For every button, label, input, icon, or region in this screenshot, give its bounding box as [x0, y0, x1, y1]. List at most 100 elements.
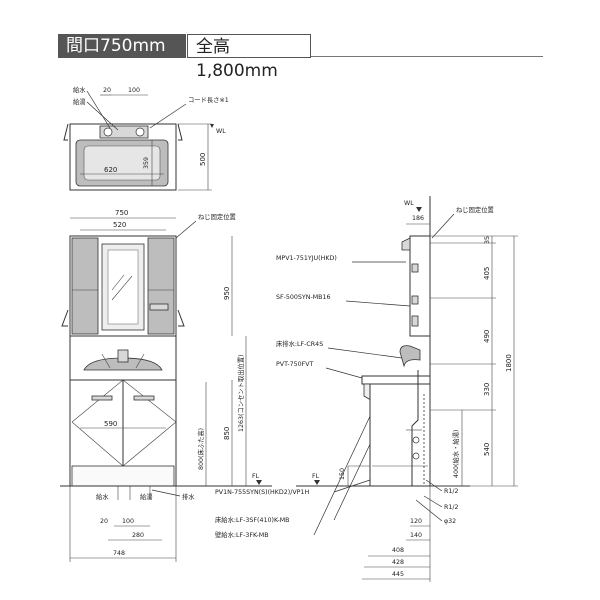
mirror-inner: [107, 249, 139, 325]
side-r12-b: R1/2: [444, 504, 459, 511]
top-water-label: 給水: [73, 85, 86, 94]
front-dim-280: 280: [132, 532, 144, 539]
width-label: 間口750mm: [58, 34, 186, 58]
leader-line: [431, 213, 455, 239]
top-view-faucet: [99, 125, 149, 139]
header-rule: [311, 56, 543, 57]
top-view-bowl-inner: [83, 145, 161, 181]
mirror-reflection: [111, 274, 125, 291]
top-dim-500: 500: [199, 153, 207, 166]
side-phi32: φ32: [444, 518, 456, 525]
mirror-cabinet-left: [71, 237, 99, 335]
side-dim-540: 540: [483, 443, 491, 456]
leader-line: [151, 489, 181, 497]
part-label: SF-500SYN-MB16: [276, 294, 331, 301]
front-dim-850: 850: [223, 427, 231, 440]
side-dim-186: 186: [412, 215, 424, 222]
side-faucet: [399, 345, 421, 368]
pipe-line: [101, 353, 111, 369]
leader-line: [425, 479, 443, 492]
front-dim-100: 100: [122, 518, 134, 525]
leader-line: [415, 499, 443, 522]
side-fl-label: FL: [312, 473, 320, 480]
side-dim-120: 120: [410, 518, 422, 525]
front-view: 750 520 ねじ固定位置 590: [60, 209, 272, 562]
front-fl-label: FL: [252, 473, 260, 480]
fl-marker-icon: [314, 480, 320, 485]
wl-marker-icon: [210, 124, 214, 128]
top-dim-20: 20: [103, 87, 111, 94]
side-dim-490: 490: [483, 330, 491, 343]
door-handle-icon: [91, 395, 113, 401]
faucet-icon: [117, 349, 129, 363]
side-dim-140: 140: [410, 532, 422, 539]
front-dim-950: 950: [223, 287, 231, 300]
front-dim-20: 20: [100, 518, 108, 525]
part-labels: MPV1-751YJU(HKD) SF-500SYN-MB16 床排水:LF-C…: [215, 255, 411, 539]
kickplate: [71, 465, 175, 487]
part-label: MPV1-751YJU(HKD): [276, 255, 337, 262]
side-dim-445: 445: [392, 571, 404, 578]
side-dim-330: 330: [483, 383, 491, 396]
wl-marker-icon: [416, 207, 422, 212]
front-dim-590: 590: [104, 420, 117, 428]
cord-label: コード長さ※1: [188, 96, 229, 104]
side-base-cabinet: [369, 383, 431, 487]
part-label: PVT-750FVT: [276, 361, 314, 368]
leader-line: [327, 347, 403, 359]
front-dim-748: 748: [113, 550, 125, 557]
door-swing-line: [71, 379, 124, 423]
pipe-line: [135, 353, 145, 369]
side-wl-label: WL: [404, 200, 414, 207]
header-band: [0, 0, 600, 18]
hook-icon: [177, 123, 183, 141]
mirror-cabinet-right: [147, 237, 175, 335]
leader-line: [86, 101, 119, 131]
part-label: PV1N-755SYN(S)(HKD2)/VP1H: [215, 489, 309, 496]
leader-line: [325, 367, 363, 379]
leader-line: [345, 300, 411, 307]
faucet-knob-icon: [135, 127, 145, 137]
side-r12-a: R1/2: [444, 488, 459, 495]
front-dim-520: 520: [113, 221, 126, 229]
valve-icon: [412, 452, 420, 460]
side-fixture: [411, 295, 419, 305]
side-dim-150: 150: [339, 468, 346, 480]
front-dim-1263: 1263(コンセント取出位置): [236, 354, 245, 432]
drain-pipe: [411, 370, 419, 486]
side-dim-35: 35: [484, 236, 491, 244]
door-swing-line: [71, 421, 124, 467]
height-label: 全高1,800mm: [187, 34, 311, 81]
side-dim-428: 428: [392, 559, 404, 566]
leader-line: [333, 439, 373, 521]
front-dim-800: 800(床ふた高): [196, 428, 205, 470]
hook-icon: [63, 123, 69, 141]
fl-marker-icon: [256, 480, 262, 485]
leader-line: [86, 90, 111, 129]
front-screw-label: ねじ固定位置: [198, 212, 236, 221]
side-fixture: [411, 263, 419, 273]
leader-line: [313, 411, 373, 536]
outlet-icon: [149, 303, 169, 311]
side-screw-label: ねじ固定位置: [456, 205, 494, 214]
faucet-knob-icon: [103, 127, 113, 137]
hook-icon: [177, 309, 185, 327]
side-dim-400: 400(給水・給湯): [451, 430, 460, 478]
top-dim-359: 359: [143, 157, 150, 169]
top-wl-label: WL: [216, 128, 226, 135]
leader-line: [423, 495, 443, 508]
part-label: 床排水:LF-CR4S: [276, 339, 323, 348]
front-water-label: 給水: [96, 492, 109, 501]
front-hot-label: 給湯: [140, 492, 153, 501]
side-light-icon: [401, 237, 411, 251]
top-dim-620: 620: [104, 166, 117, 174]
side-mirror-cabinet: [409, 235, 431, 337]
top-dim-100: 100: [128, 87, 140, 94]
front-drain-label: 排水: [182, 492, 195, 501]
leader-line: [175, 220, 197, 239]
part-label: 壁給水:LF-3FK-MB: [215, 530, 269, 539]
side-vanity-top: [361, 375, 431, 385]
side-dim-408: 408: [392, 547, 404, 554]
mirror-reflection: [111, 275, 133, 301]
hook-icon: [61, 309, 69, 327]
